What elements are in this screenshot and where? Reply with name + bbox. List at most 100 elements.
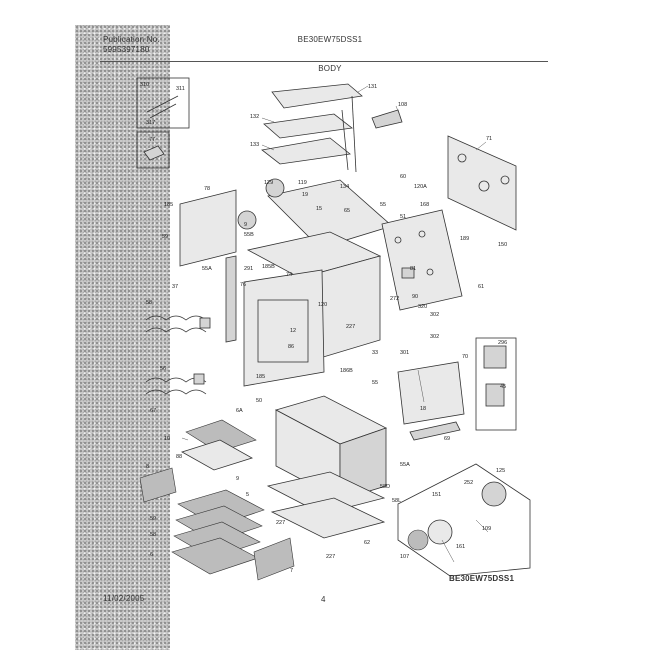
label-51: 51 xyxy=(400,214,406,220)
label-185b: 185B xyxy=(262,264,275,270)
label-88: 88 xyxy=(176,454,182,460)
label-10: 10 xyxy=(164,436,170,442)
label-19: 19 xyxy=(302,192,308,198)
bake-element-56 xyxy=(145,373,207,395)
rear-hole xyxy=(426,268,434,276)
label-227b: 227 xyxy=(276,520,285,526)
label-131: 131 xyxy=(368,84,377,90)
label-186b: 186B xyxy=(340,368,353,374)
label-67: 67 xyxy=(150,408,156,414)
label-109: 109 xyxy=(482,526,491,532)
label-320: 320 xyxy=(418,304,427,310)
fan-cover-107 xyxy=(407,529,429,551)
inset-77 xyxy=(136,131,170,169)
top-panel-stack xyxy=(261,83,403,173)
fan-housing-151 xyxy=(427,519,453,545)
leader-line xyxy=(357,85,369,93)
rack-stack-5 xyxy=(171,489,265,575)
label-56: 56 xyxy=(160,366,166,372)
label-9: 9 xyxy=(244,222,247,228)
label-133: 133 xyxy=(250,142,259,148)
inset-310 xyxy=(136,77,190,129)
element-terminal xyxy=(199,317,211,329)
label-311: 311 xyxy=(176,86,185,92)
label-18: 18 xyxy=(420,406,426,412)
label-77: 77 xyxy=(149,137,155,143)
rod-part xyxy=(149,103,177,119)
right-panel-70 xyxy=(397,361,465,425)
label-291: 291 xyxy=(244,266,253,272)
label-55-right: 55 xyxy=(372,380,378,386)
label-55a: 55A xyxy=(202,266,212,272)
terminal-block xyxy=(401,267,415,279)
label-9b: 9 xyxy=(236,476,239,482)
left-side-panel-78 xyxy=(179,189,237,267)
label-5: 5 xyxy=(246,492,249,498)
label-60: 60 xyxy=(400,174,406,180)
panel-132 xyxy=(263,113,353,139)
label-37: 37 xyxy=(172,284,178,290)
label-58d: 58D xyxy=(380,484,390,490)
label-15: 15 xyxy=(316,206,322,212)
label-78: 78 xyxy=(204,186,210,192)
panel-edge xyxy=(341,109,349,171)
connector-296 xyxy=(483,345,507,369)
leader-line xyxy=(441,539,455,563)
label-125: 125 xyxy=(496,468,505,474)
footer-page: 4 xyxy=(321,595,326,604)
label-310: 310 xyxy=(140,82,149,88)
label-61: 61 xyxy=(478,284,484,290)
leader-line xyxy=(261,144,275,151)
rack-guide-7 xyxy=(253,537,295,581)
label-58: 58 xyxy=(146,300,152,306)
rack-guide-8 xyxy=(139,467,177,503)
label-185: 185 xyxy=(164,202,173,208)
front-frame-opening xyxy=(257,299,309,363)
leader-line xyxy=(181,437,189,441)
label-45: 45 xyxy=(500,384,506,390)
label-12: 12 xyxy=(290,328,296,334)
section-title: BODY xyxy=(318,64,342,73)
label-55b: 55B xyxy=(244,232,254,238)
element-terminal xyxy=(193,373,205,385)
label-317: 317 xyxy=(146,120,155,126)
label-119: 119 xyxy=(298,180,307,186)
panel-hole xyxy=(500,175,510,185)
label-302: 302 xyxy=(430,312,439,318)
label-301: 301 xyxy=(400,350,409,356)
label-59: 59 xyxy=(162,234,168,240)
inset-outline xyxy=(397,463,531,577)
label-81: 81 xyxy=(410,266,416,272)
broil-pan-10 xyxy=(180,439,254,471)
fan-blade-125 xyxy=(481,481,507,507)
label-86: 86 xyxy=(288,344,294,350)
rear-hole xyxy=(418,230,426,238)
label-296: 296 xyxy=(498,340,507,346)
label-252: 252 xyxy=(464,480,473,486)
label-227c: 227 xyxy=(326,554,335,560)
label-108: 108 xyxy=(398,102,407,108)
rear-hole xyxy=(394,236,402,244)
element-coil xyxy=(145,315,207,333)
rod-part xyxy=(146,95,179,113)
panel-131 xyxy=(271,83,363,109)
strip-69 xyxy=(409,421,461,441)
label-150: 150 xyxy=(498,242,507,248)
rack-6a xyxy=(180,419,257,471)
convection-fan-inset xyxy=(397,463,531,577)
label-76: 76 xyxy=(240,282,246,288)
label-227: 227 xyxy=(346,324,355,330)
label-120a: 120A xyxy=(414,184,427,190)
sensor-45 xyxy=(485,383,505,407)
panel-hole xyxy=(457,153,467,163)
panel-hole xyxy=(478,180,490,192)
label-70: 70 xyxy=(462,354,468,360)
latch-108 xyxy=(371,109,403,129)
label-6a: 6A xyxy=(236,408,243,414)
label-134: 134 xyxy=(340,184,349,190)
panel-133 xyxy=(261,137,351,165)
inset-box-310 xyxy=(136,77,190,129)
leader-line xyxy=(475,519,489,533)
label-129: 129 xyxy=(264,180,273,186)
